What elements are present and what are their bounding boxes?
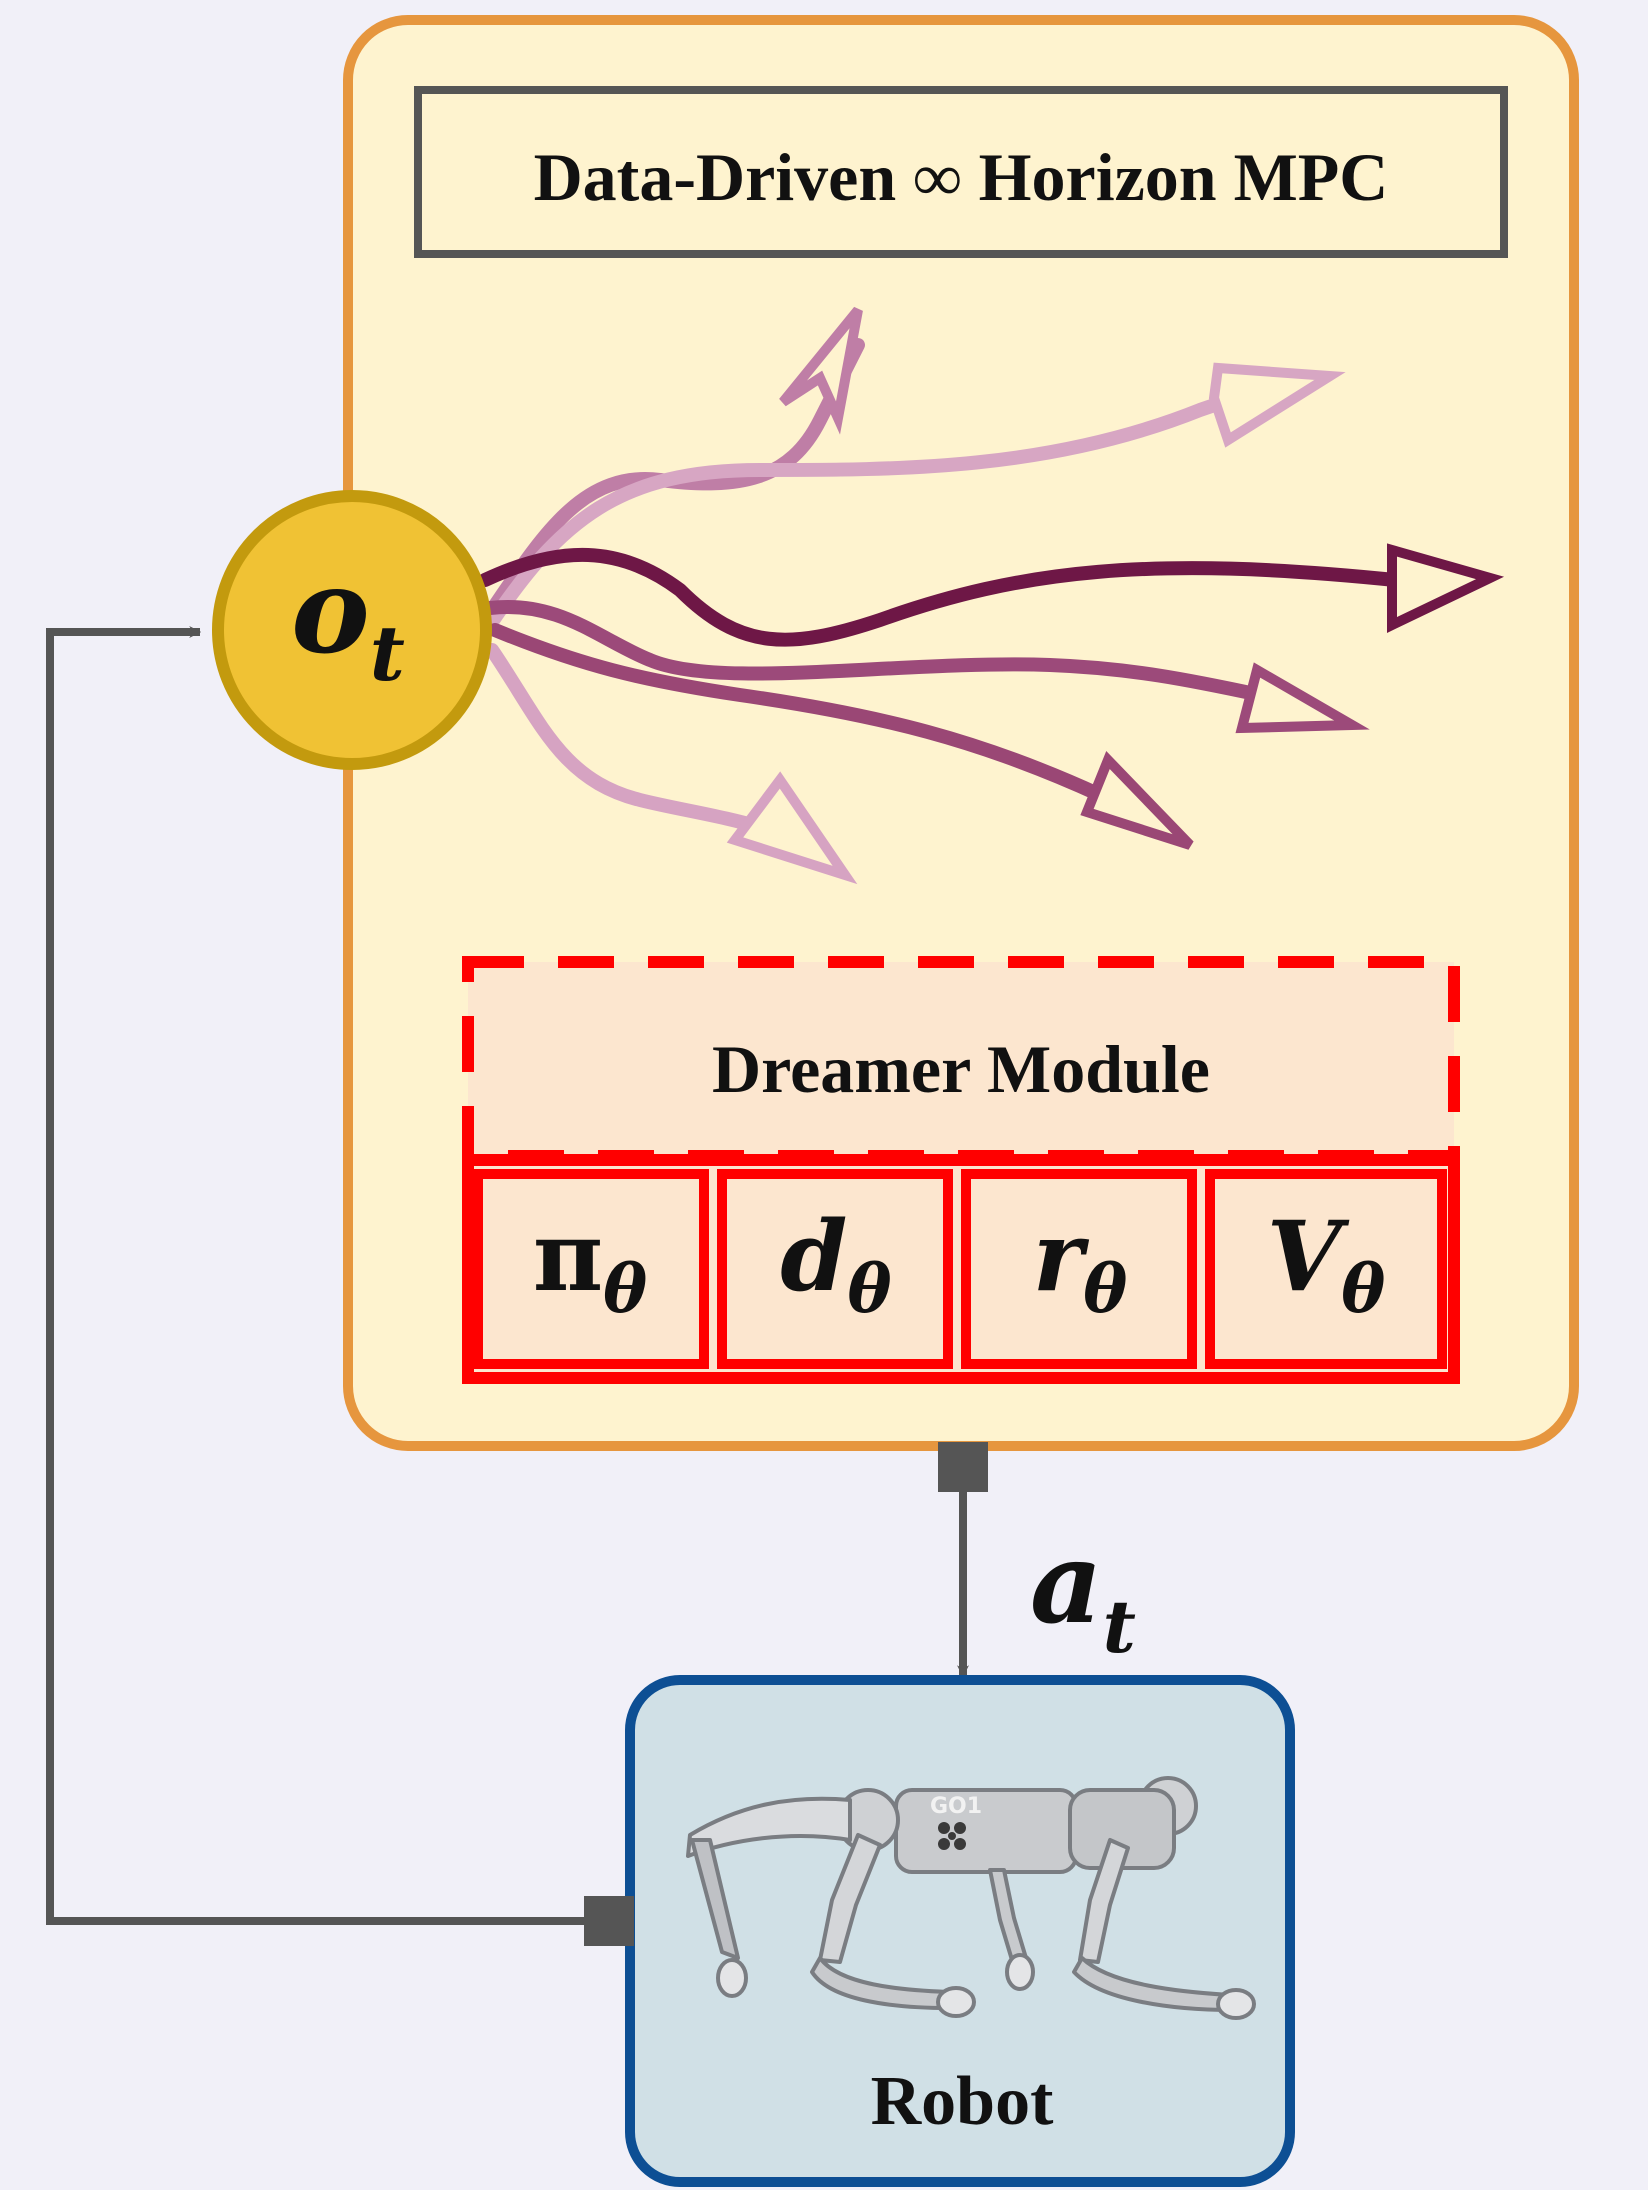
dynamics-label: dθ bbox=[780, 1200, 891, 1328]
trajectory-5-head bbox=[1080, 750, 1194, 850]
trajectory-3 bbox=[478, 547, 1402, 647]
robot-rear-right-thigh bbox=[818, 1833, 882, 1964]
observation-label: ot bbox=[291, 541, 405, 698]
trajectory-6 bbox=[485, 643, 777, 837]
trajectory-6-head bbox=[726, 771, 858, 885]
reward-label: rθ bbox=[1033, 1200, 1128, 1328]
action-label: at bbox=[1030, 1518, 1136, 1669]
dreamer-header bbox=[462, 956, 1460, 1162]
trajectory-fan bbox=[478, 306, 1505, 885]
robot-sensor-dots bbox=[938, 1822, 966, 1850]
trajectory-2 bbox=[483, 391, 1242, 632]
trajectory-5 bbox=[488, 623, 1127, 810]
mpc-title: Data-Driven ∞ Horizon MPC bbox=[534, 139, 1389, 215]
robot-rear-right-foot bbox=[936, 1986, 976, 2018]
robot-rear-left-thigh bbox=[686, 1796, 852, 1858]
dreamer-cell-dynamics bbox=[717, 1169, 953, 1369]
robot-illustration: GO1 bbox=[686, 1776, 1256, 2020]
robot-body-text: GO1 bbox=[930, 1794, 982, 1819]
robot-label: Robot bbox=[871, 2063, 1054, 2140]
observation-subscript: t bbox=[370, 609, 405, 698]
action-port bbox=[938, 1442, 988, 1492]
robot-front-foot bbox=[1216, 1988, 1256, 2020]
mpc-title-box bbox=[414, 86, 1508, 258]
trajectory-1-head bbox=[779, 306, 863, 435]
dreamer-cell-reward bbox=[961, 1169, 1197, 1369]
robot-rear-left-shin bbox=[690, 1838, 740, 1960]
policy-label: πθ bbox=[533, 1200, 647, 1328]
observation-port bbox=[584, 1896, 634, 1946]
trajectory-3-head bbox=[1387, 543, 1505, 633]
trajectory-4 bbox=[483, 599, 1267, 702]
observation-node bbox=[212, 490, 492, 770]
robot-mid-foot bbox=[1005, 1953, 1035, 1991]
robot-body bbox=[894, 1788, 1078, 1874]
trajectory-4-head bbox=[1235, 662, 1370, 734]
value-label: Vθ bbox=[1267, 1200, 1386, 1328]
robot-front-thigh bbox=[1078, 1838, 1130, 1964]
dreamer-title: Dreamer Module bbox=[712, 1031, 1210, 1107]
observation-symbol: o bbox=[291, 541, 370, 680]
trajectory-2-head bbox=[1208, 362, 1346, 448]
feedback-line bbox=[46, 626, 584, 1925]
robot-rear-left-foot bbox=[716, 1958, 748, 1998]
dreamer-cell-value bbox=[1205, 1169, 1447, 1369]
dreamer-cell-policy bbox=[473, 1169, 709, 1369]
